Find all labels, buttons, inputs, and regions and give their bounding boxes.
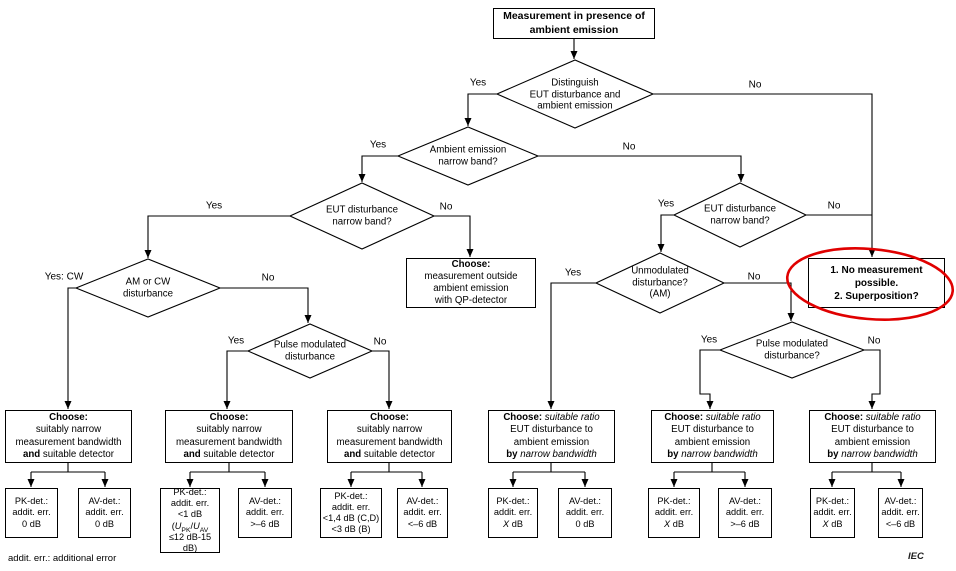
x-db-value: X dB	[664, 518, 684, 529]
av-detector-box-3: AV-det.: addit. err. <–6 dB	[397, 488, 448, 538]
edge-eutL-yes	[144, 215, 290, 258]
diamond-unmodulated	[594, 252, 726, 314]
pk-detector-box-5: PK-det.: addit. err. X dB	[648, 488, 700, 538]
edge-pulseR-yes	[699, 349, 720, 409]
edge-label-yes: Yes	[657, 198, 675, 210]
edge-distinguish-yes	[464, 93, 497, 126]
edge-label-yes: Yes	[369, 139, 387, 151]
edge-pulseR-no	[864, 349, 881, 409]
split-group2	[190, 463, 265, 473]
edge-label-no: No	[373, 336, 387, 348]
footnote-abbreviation: addit. err.: additional error	[8, 553, 117, 564]
diamond-pulse-modulated-left-label: Pulse modulated disturbance	[273, 339, 347, 362]
decision-diamonds	[74, 59, 866, 379]
diamond-eut-narrowband-left-label: EUT disturbance narrow band?	[326, 204, 398, 227]
diamond-pulse-modulated-right	[718, 321, 866, 379]
edge-unmod-no	[724, 282, 795, 321]
x-db-value: X dB	[503, 518, 523, 529]
edge-label-no: No	[622, 141, 636, 153]
diamond-am-or-cw-label: AM or CW disturbance	[122, 276, 174, 299]
edge-label-yes: Yes	[227, 335, 245, 347]
start-line2: ambient emission	[529, 23, 619, 36]
edge-ambient-no	[538, 155, 745, 182]
edge-label-no: No	[748, 79, 762, 91]
edge-amcw-yes	[64, 287, 76, 409]
edge-label-no: No	[439, 201, 453, 213]
edge-label-no: No	[827, 200, 841, 212]
av-detector-box-1: AV-det.: addit. err. 0 dB	[78, 488, 131, 538]
edge-unmod-yes	[547, 282, 596, 409]
edge-label-yes: Yes	[469, 77, 487, 89]
choose-ratio-box-2: Choose: suitable ratio EUT disturbance t…	[651, 410, 774, 463]
edge-label-yes-cw: Yes: CW	[44, 271, 84, 283]
edge-label-yes: Yes	[564, 267, 582, 279]
diamond-distinguish	[495, 59, 655, 129]
split-group3	[351, 463, 422, 473]
av-detector-box-4: AV-det.: addit. err. 0 dB	[558, 488, 612, 538]
diamond-pulse-modulated-right-label: Pulse modulated disturbance?	[755, 338, 829, 361]
split-group5	[674, 463, 745, 473]
av-detector-box-2: AV-det.: addit. err. >–6 dB	[238, 488, 292, 538]
iec-label: IEC	[908, 551, 924, 562]
edge-label-no: No	[867, 335, 881, 347]
edge-pulseL-yes	[223, 350, 248, 409]
pk-detector-box-4: PK-det.: addit. err. X dB	[488, 488, 538, 538]
pk-detector-box-2: PK-det.: addit. err. <1 dB (UPK/UAV ≤12 …	[160, 487, 220, 553]
diamond-eut-narrowband-right	[672, 182, 808, 248]
split-group1	[31, 463, 105, 473]
edge-ambient-yes	[358, 155, 398, 182]
edge-label-yes: Yes	[700, 334, 718, 346]
split-group6	[832, 463, 901, 473]
edge-eutR-yes	[657, 214, 674, 252]
edge-amcw-no	[220, 287, 312, 323]
pk-detector-box-3: PK-det.: addit. err. <1,4 dB (C,D) <3 dB…	[320, 488, 382, 538]
choose-bandwidth-box-2: Choose: suitably narrow measurement band…	[165, 410, 293, 463]
diamond-eut-narrowband-right-label: EUT disturbance narrow band?	[704, 203, 776, 226]
edge-eutL-no	[434, 215, 474, 257]
choose-qp-detector-box: Choose: measurement outside ambient emis…	[406, 258, 536, 308]
pk-av-ratio-line: (UPK/UAV	[171, 520, 209, 534]
choose-bandwidth-box-1: Choose: suitably narrow measurement band…	[5, 410, 132, 463]
diamond-pulse-modulated-left	[246, 323, 374, 379]
pk-detector-box-1: PK-det.: addit. err. 0 dB	[5, 488, 58, 538]
choose-ratio-box-3: Choose: suitable ratio EUT disturbance t…	[809, 410, 936, 463]
connector-lines	[27, 39, 905, 487]
av-detector-box-5: AV-det.: addit. err. >–6 dB	[718, 488, 772, 538]
diamond-ambient-narrowband-label: Ambient emission narrow band?	[429, 144, 507, 167]
diamond-unmodulated-label: Unmodulated disturbance? (AM)	[631, 265, 689, 300]
edge-pulseL-no	[372, 350, 393, 409]
av-detector-box-6: AV-det.: addit. err. <–6 dB	[878, 488, 923, 538]
pk-detector-box-6: PK-det.: addit. err. X dB	[810, 488, 855, 538]
diamond-eut-narrowband-left	[288, 182, 436, 250]
start-line1: Measurement in presence of	[503, 10, 645, 23]
split-group4	[513, 463, 585, 473]
start-box: Measurement in presence of ambient emiss…	[493, 8, 655, 39]
diamond-distinguish-label: Distinguish EUT disturbance and ambient …	[529, 77, 621, 112]
x-db-value: X dB	[822, 518, 843, 529]
edge-label-yes: Yes	[205, 200, 223, 212]
edge-label-no: No	[747, 271, 761, 283]
no-measurement-possible-box: 1. No measurement possible. 2. Superposi…	[808, 258, 945, 308]
diamond-ambient-narrowband	[396, 126, 540, 186]
choose-bandwidth-box-3: Choose: suitably narrow measurement band…	[327, 410, 452, 463]
diamond-am-or-cw	[74, 258, 222, 318]
edge-distinguish-no	[653, 93, 876, 257]
choose-ratio-box-1: Choose: suitable ratio EUT disturbance t…	[488, 410, 615, 463]
edge-label-no: No	[261, 272, 275, 284]
